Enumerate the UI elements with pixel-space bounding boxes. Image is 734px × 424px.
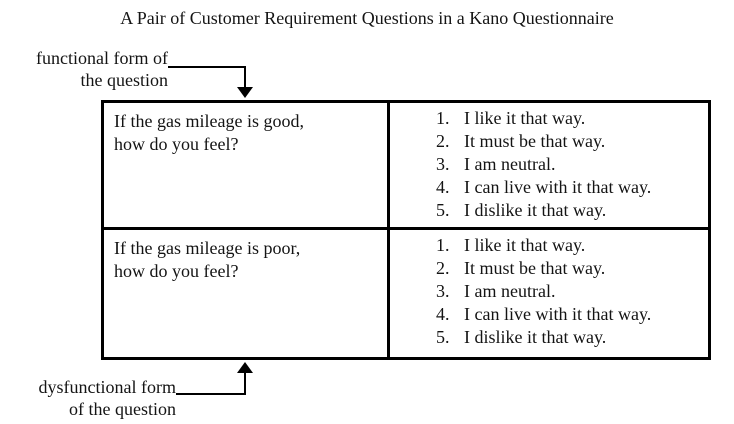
- functional-options-cell: 1. I like it that way. 2. It must be tha…: [390, 103, 708, 230]
- arrow-down-icon: [237, 87, 253, 98]
- option-number: 5.: [436, 200, 450, 220]
- functional-form-label: functional form of the question: [10, 47, 168, 91]
- option-number: 2.: [436, 131, 450, 151]
- option-text: I dislike it that way.: [464, 200, 607, 220]
- option-item: 5. I dislike it that way.: [436, 326, 706, 349]
- dysfunctional-form-label: dysfunctional form of the question: [10, 376, 176, 420]
- option-text: I am neutral.: [464, 154, 556, 174]
- dysfunctional-form-label-line1: dysfunctional form: [38, 377, 176, 397]
- arrow-up-icon: [237, 362, 253, 373]
- dysfunctional-connector-hline: [176, 393, 246, 395]
- question-text-line2: how do you feel?: [114, 261, 239, 281]
- dysfunctional-form-label-line2: of the question: [69, 399, 176, 419]
- question-text-line1: If the gas mileage is good,: [114, 111, 304, 131]
- option-text: I dislike it that way.: [464, 327, 607, 347]
- option-item: 2. It must be that way.: [436, 257, 706, 280]
- option-number: 3.: [436, 154, 450, 174]
- dysfunctional-options-cell: 1. I like it that way. 2. It must be tha…: [390, 230, 708, 357]
- functional-form-label-line1: functional form of: [36, 48, 168, 68]
- functional-connector-vline: [244, 66, 246, 90]
- dysfunctional-connector-vline: [244, 371, 246, 394]
- question-text-line1: If the gas mileage is poor,: [114, 238, 301, 258]
- option-text: It must be that way.: [464, 131, 606, 151]
- option-item: 3. I am neutral.: [436, 153, 706, 176]
- option-number: 4.: [436, 177, 450, 197]
- option-text: I like it that way.: [464, 235, 586, 255]
- option-item: 1. I like it that way.: [436, 107, 706, 130]
- functional-question-cell: If the gas mileage is good, how do you f…: [104, 103, 390, 230]
- option-item: 5. I dislike it that way.: [436, 199, 706, 222]
- option-item: 4. I can live with it that way.: [436, 303, 706, 326]
- option-text: I can live with it that way.: [464, 304, 652, 324]
- option-text: I am neutral.: [464, 281, 556, 301]
- option-number: 4.: [436, 304, 450, 324]
- option-number: 1.: [436, 235, 450, 255]
- option-text: I like it that way.: [464, 108, 586, 128]
- functional-form-label-line2: the question: [80, 70, 169, 90]
- figure-title: A Pair of Customer Requirement Questions…: [120, 8, 614, 28]
- option-item: 3. I am neutral.: [436, 280, 706, 303]
- option-number: 5.: [436, 327, 450, 347]
- option-item: 1. I like it that way.: [436, 234, 706, 257]
- option-number: 3.: [436, 281, 450, 301]
- kano-question-table: If the gas mileage is good, how do you f…: [101, 100, 711, 360]
- option-number: 1.: [436, 108, 450, 128]
- option-number: 2.: [436, 258, 450, 278]
- dysfunctional-question-cell: If the gas mileage is poor, how do you f…: [104, 230, 390, 357]
- question-text-line2: how do you feel?: [114, 134, 239, 154]
- option-item: 2. It must be that way.: [436, 130, 706, 153]
- option-text: I can live with it that way.: [464, 177, 652, 197]
- functional-connector-hline: [168, 66, 246, 68]
- option-text: It must be that way.: [464, 258, 606, 278]
- option-item: 4. I can live with it that way.: [436, 176, 706, 199]
